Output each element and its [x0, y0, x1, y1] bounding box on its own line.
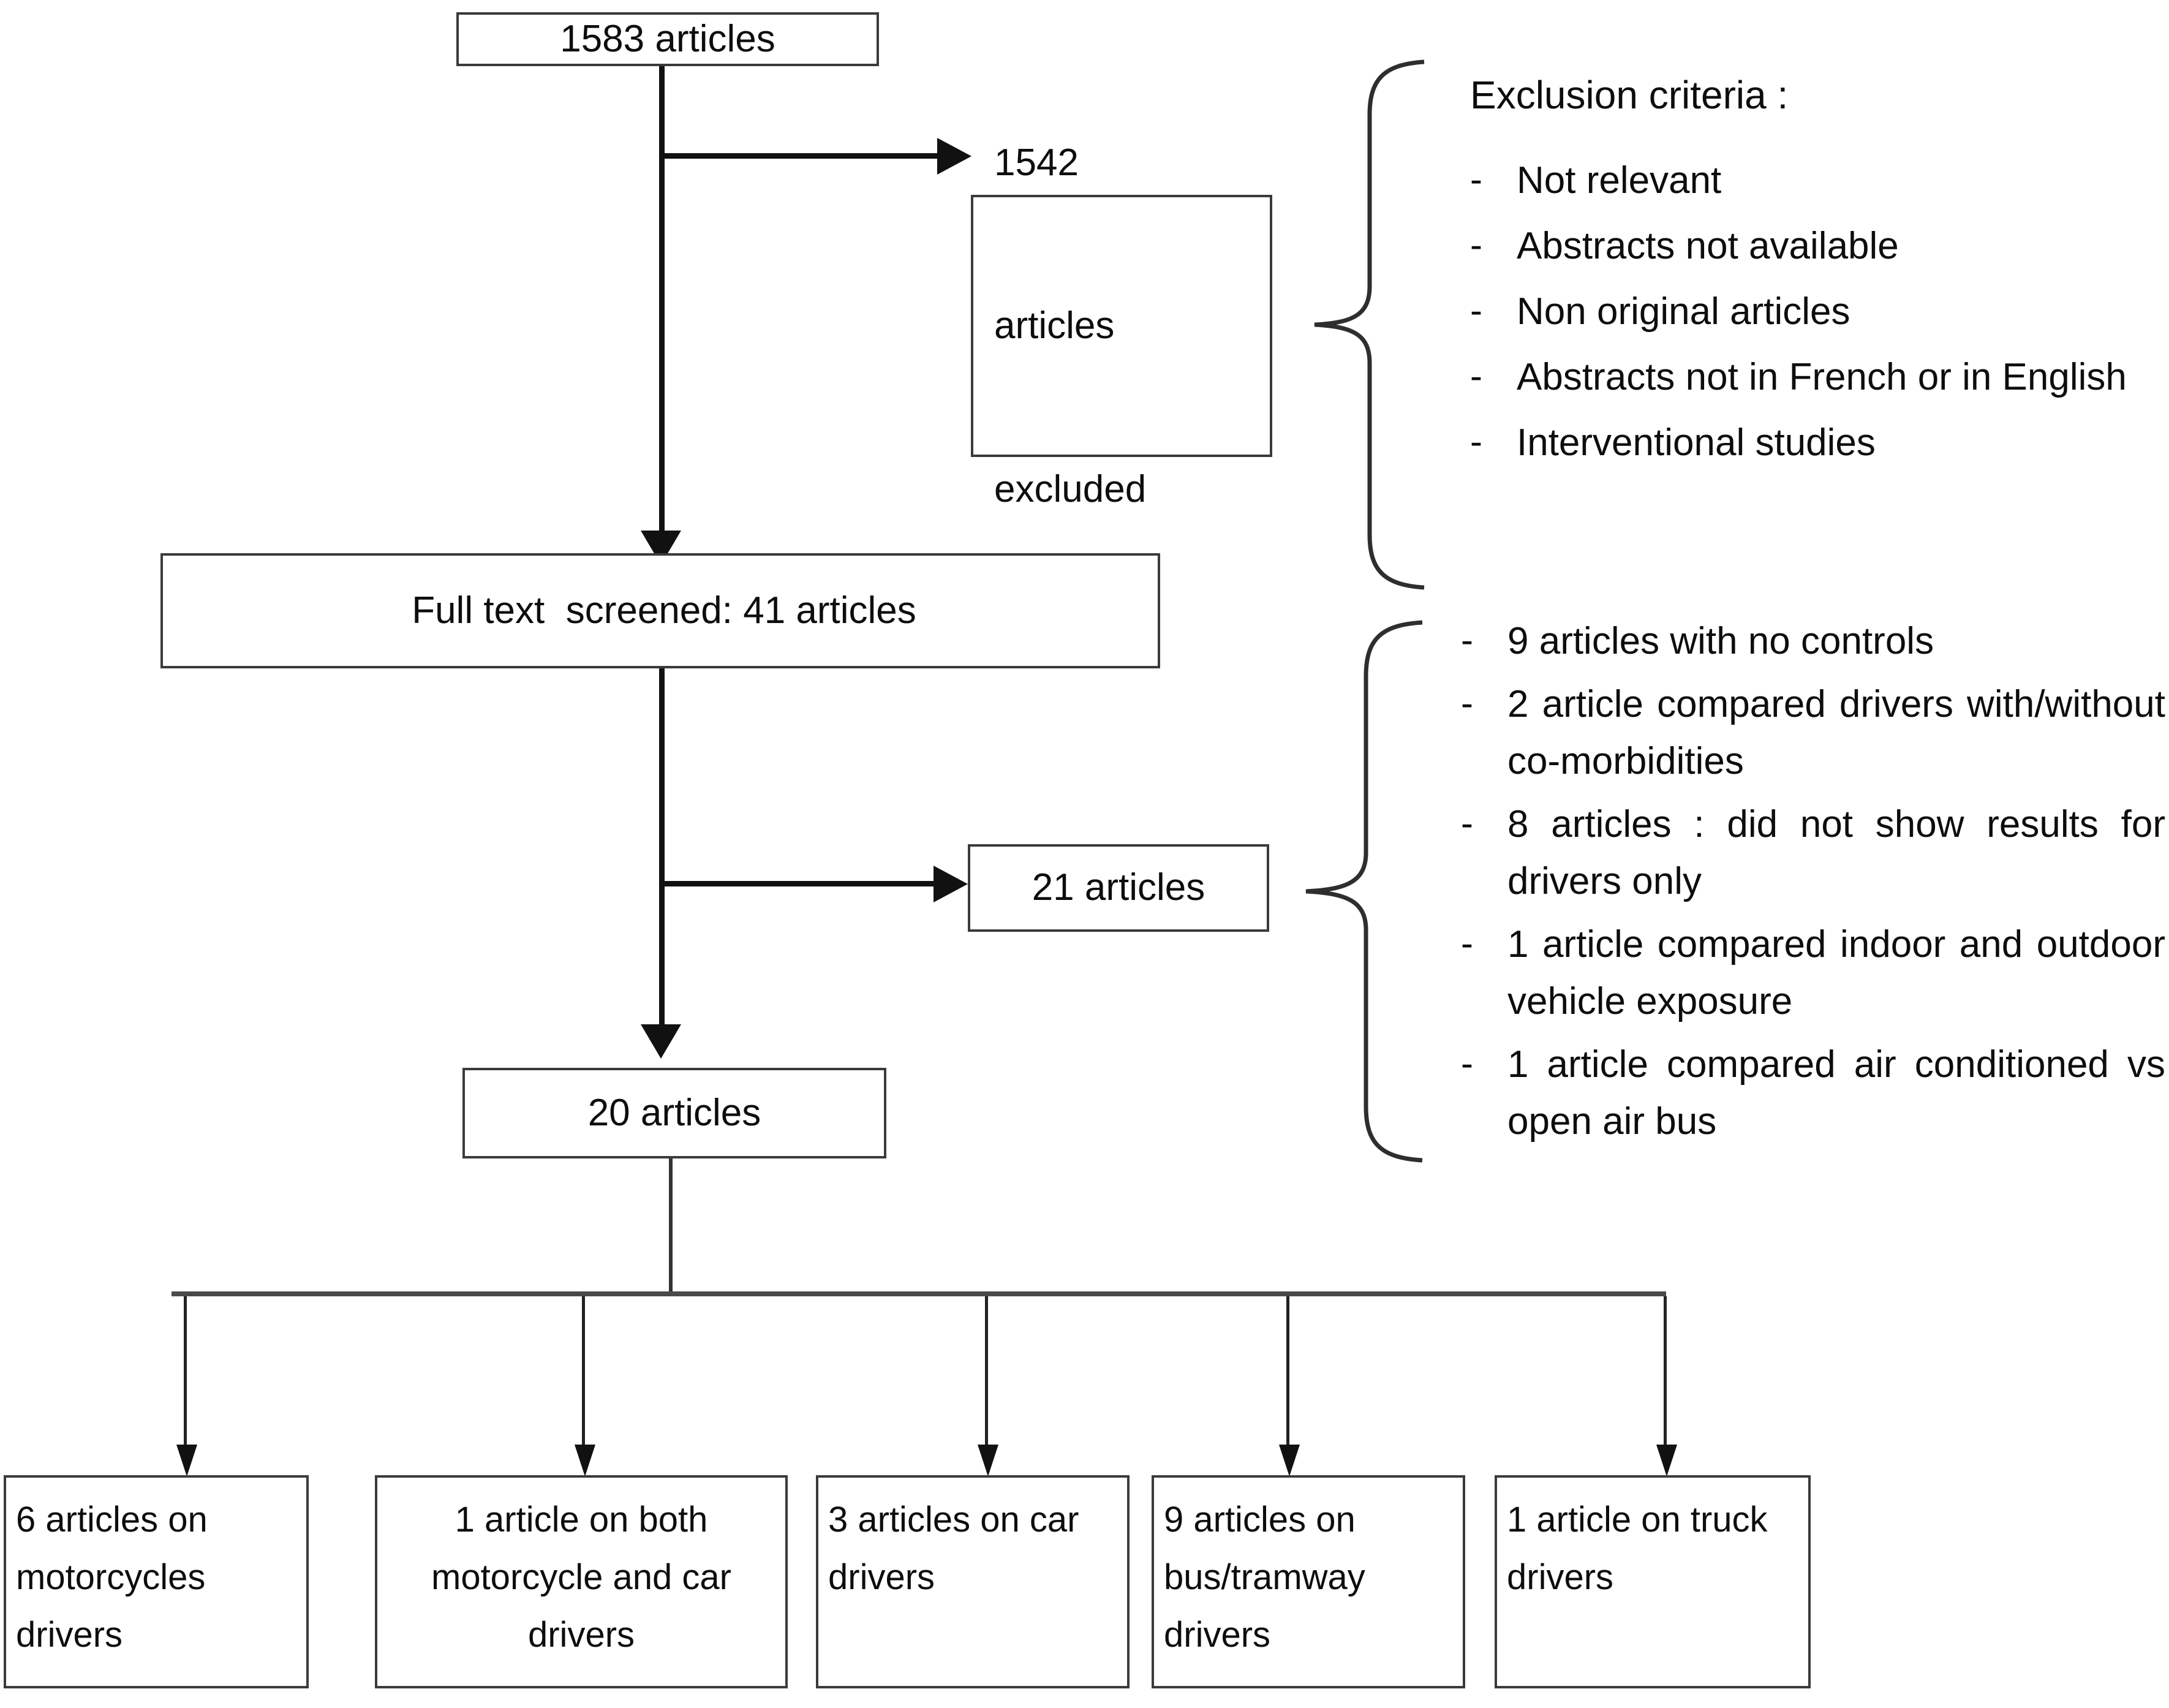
panel-exclusion-reasons: - 9 articles with no controls - 2 articl… — [1461, 613, 2165, 1156]
bullet-dash-icon: - — [1461, 619, 1473, 660]
box-bus-tramway-drivers: 9 articles on bus/tramway drivers — [1152, 1475, 1465, 1688]
bullet-dash-icon: - — [1461, 803, 1473, 844]
connector-fulltext-to-included — [659, 668, 665, 1033]
arrowhead-right-icon — [934, 866, 968, 902]
curly-brace-exclusion-icon — [1314, 59, 1425, 590]
reason-item-5-label: 1 article compared air conditioned vs op… — [1507, 1043, 2165, 1143]
exclusion-item-4: - Abstracts not in French or in English — [1470, 349, 2138, 406]
box-motorcycle-and-car-drivers-label: 1 article on both motorcycle and car dri… — [431, 1500, 731, 1655]
box-records-excluded: 1542 articles excluded — [971, 142, 1272, 510]
bullet-dash-icon: - — [1470, 159, 1482, 200]
connector-drop-4 — [1286, 1296, 1289, 1448]
box-records-identified: 1583 articles — [456, 12, 879, 66]
bullet-dash-icon: - — [1470, 224, 1482, 265]
connector-drop-5 — [1664, 1296, 1667, 1448]
box-bus-tramway-drivers-label: 9 articles on bus/tramway drivers — [1164, 1500, 1365, 1655]
connector-to-excluded-21 — [663, 881, 951, 886]
exclusion-item-1-label: Not relevant — [1517, 159, 1722, 202]
connector-included-stem — [669, 1158, 673, 1294]
connector-drop-2 — [582, 1296, 585, 1448]
panel-exclusion-criteria: Exclusion criteria : - Not relevant - Ab… — [1470, 72, 2138, 480]
arrowhead-down-icon — [641, 1024, 681, 1059]
bullet-dash-icon: - — [1470, 355, 1482, 396]
bullet-dash-icon: - — [1461, 682, 1473, 724]
arrowhead-down-icon — [575, 1445, 595, 1476]
exclusion-item-5: - Interventional studies — [1470, 414, 2138, 471]
box-motorcycle-drivers: 6 articles on motorcycles drivers — [4, 1475, 309, 1688]
box-motorcycle-and-car-drivers: 1 article on both motorcycle and car dri… — [375, 1475, 788, 1688]
bullet-dash-icon: - — [1461, 923, 1473, 964]
arrowhead-down-icon — [1279, 1445, 1300, 1476]
arrowhead-down-icon — [1656, 1445, 1677, 1476]
arrowhead-right-icon — [937, 138, 971, 175]
reason-item-5: - 1 article compared air conditioned vs … — [1461, 1036, 2165, 1150]
exclusion-item-2: - Abstracts not available — [1470, 217, 2138, 274]
box-fulltext-screened: Full text screened: 41 articles — [160, 553, 1160, 668]
bullet-dash-icon: - — [1470, 421, 1482, 462]
reason-item-4: - 1 article compared indoor and outdoor … — [1461, 916, 2165, 1030]
box-articles-included-20: 20 articles — [462, 1068, 886, 1158]
box-car-drivers: 3 articles on car drivers — [816, 1475, 1130, 1688]
box-articles-excluded-21-label: 21 articles — [1032, 866, 1205, 909]
box-truck-drivers-label: 1 article on truck drivers — [1507, 1500, 1768, 1597]
reason-item-2: - 2 article compared drivers with/withou… — [1461, 676, 2165, 790]
reason-item-3-label: 8 articles : did not show results for dr… — [1507, 803, 2165, 902]
bullet-dash-icon: - — [1470, 290, 1482, 331]
exclusion-item-5-label: Interventional studies — [1517, 421, 1876, 464]
arrowhead-down-icon — [978, 1445, 998, 1476]
connector-drop-1 — [184, 1296, 187, 1448]
exclusion-criteria-title: Exclusion criteria : — [1470, 73, 1789, 117]
box-records-identified-label: 1583 articles — [560, 17, 775, 60]
exclusion-item-3-label: Non original articles — [1517, 290, 1850, 333]
reason-item-1: - 9 articles with no controls — [1461, 613, 2165, 670]
exclusion-item-2-label: Abstracts not available — [1517, 225, 1899, 267]
reason-item-1-label: 9 articles with no controls — [1507, 620, 1934, 662]
arrowhead-down-icon — [176, 1445, 197, 1476]
exclusion-item-1: - Not relevant — [1470, 152, 2138, 209]
exclusion-item-4-label: Abstracts not in French or in English — [1517, 356, 2127, 398]
box-fulltext-screened-label: Full text screened: 41 articles — [412, 589, 916, 632]
reason-item-4-label: 1 article compared indoor and outdoor ve… — [1507, 923, 2165, 1022]
reason-item-3: - 8 articles : did not show results for … — [1461, 796, 2165, 910]
connector-identified-to-fulltext — [659, 66, 665, 539]
box-articles-excluded-21: 21 articles — [968, 844, 1269, 932]
box-truck-drivers: 1 article on truck drivers — [1495, 1475, 1811, 1688]
box-records-excluded-label: 1542 articles excluded — [994, 141, 1147, 510]
curly-brace-reasons-icon — [1305, 620, 1423, 1163]
connector-to-excluded — [663, 153, 956, 159]
connector-distributor-bar — [172, 1291, 1666, 1296]
box-motorcycle-drivers-label: 6 articles on motorcycles drivers — [16, 1500, 208, 1655]
connector-drop-3 — [985, 1296, 988, 1448]
box-articles-included-20-label: 20 articles — [587, 1091, 761, 1134]
box-car-drivers-label: 3 articles on car drivers — [828, 1500, 1079, 1597]
reason-item-2-label: 2 article compared drivers with/without … — [1507, 683, 2165, 782]
exclusion-item-3: - Non original articles — [1470, 283, 2138, 340]
bullet-dash-icon: - — [1461, 1043, 1473, 1084]
